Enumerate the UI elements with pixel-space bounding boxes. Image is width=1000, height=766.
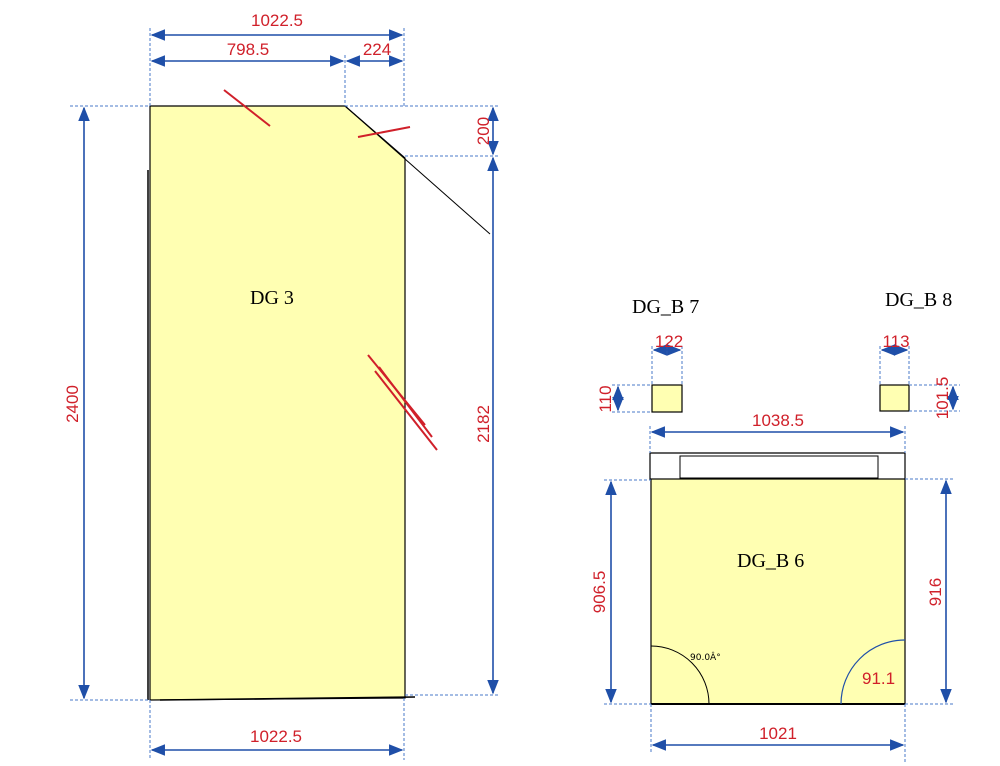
dim-left-height: 2400 — [63, 385, 82, 423]
red-mark — [378, 366, 433, 438]
panel-dgb6-top-frame — [649, 452, 906, 480]
panel-dgb6-name: DG_B 6 — [737, 550, 804, 572]
red-mark — [374, 370, 438, 451]
panel-dgb8-name: DG_B 8 — [885, 289, 952, 311]
panel-dgb6-shape — [650, 478, 906, 705]
panel-dgb6: DG_B 6 90.0Â° 91.1 1038.5 906.5 916 1021 — [590, 411, 955, 764]
dim-bottom: 1022.5 — [250, 727, 302, 746]
panel-dgb8: DG_B 8 113 101.5 — [879, 289, 960, 420]
panel-dg3: DG 3 1022.5 798.5 224 2400 200 2182 1022… — [63, 11, 500, 760]
dim-dgb8-width: 113 — [882, 332, 909, 351]
dim-top-left: 798.5 — [227, 40, 270, 59]
panel-dgb6-inner-frame — [679, 455, 879, 479]
dim-top-total: 1022.5 — [251, 11, 303, 30]
dim-dgb6-right: 916 — [926, 578, 945, 606]
panel-dgb7-name: DG_B 7 — [632, 296, 699, 318]
panel-dg3-name: DG 3 — [250, 287, 294, 309]
angle-bottom-left: 90.0Â° — [690, 651, 721, 663]
angle-arc-bottom-right — [840, 639, 906, 705]
panel-dg3-bottom-edge — [159, 696, 416, 701]
red-mark — [223, 89, 271, 127]
dim-right-long: 2182 — [474, 405, 493, 443]
dim-right-short: 200 — [474, 117, 493, 145]
dim-top-right: 224 — [363, 40, 391, 59]
panel-dg3-shape — [149, 105, 406, 701]
dim-dgb6-bottom: 1021 — [759, 724, 797, 743]
dim-dgb8-height: 101.5 — [933, 377, 952, 420]
panel-dgb7: DG_B 7 122 110 — [596, 296, 699, 413]
dim-dgb6-left: 906.5 — [590, 571, 609, 614]
panel-dgb7-shape — [651, 384, 683, 413]
panel-dg3-cut-line — [344, 105, 491, 235]
dim-dgb7-height: 110 — [596, 385, 615, 412]
dim-dgb7-width: 122 — [655, 332, 683, 351]
red-mark — [357, 126, 411, 138]
angle-arc-bottom-left — [650, 645, 710, 705]
panel-dgb8-shape — [879, 384, 910, 412]
angle-bottom-right: 91.1 — [862, 669, 895, 688]
dim-dgb6-top: 1038.5 — [752, 411, 804, 430]
